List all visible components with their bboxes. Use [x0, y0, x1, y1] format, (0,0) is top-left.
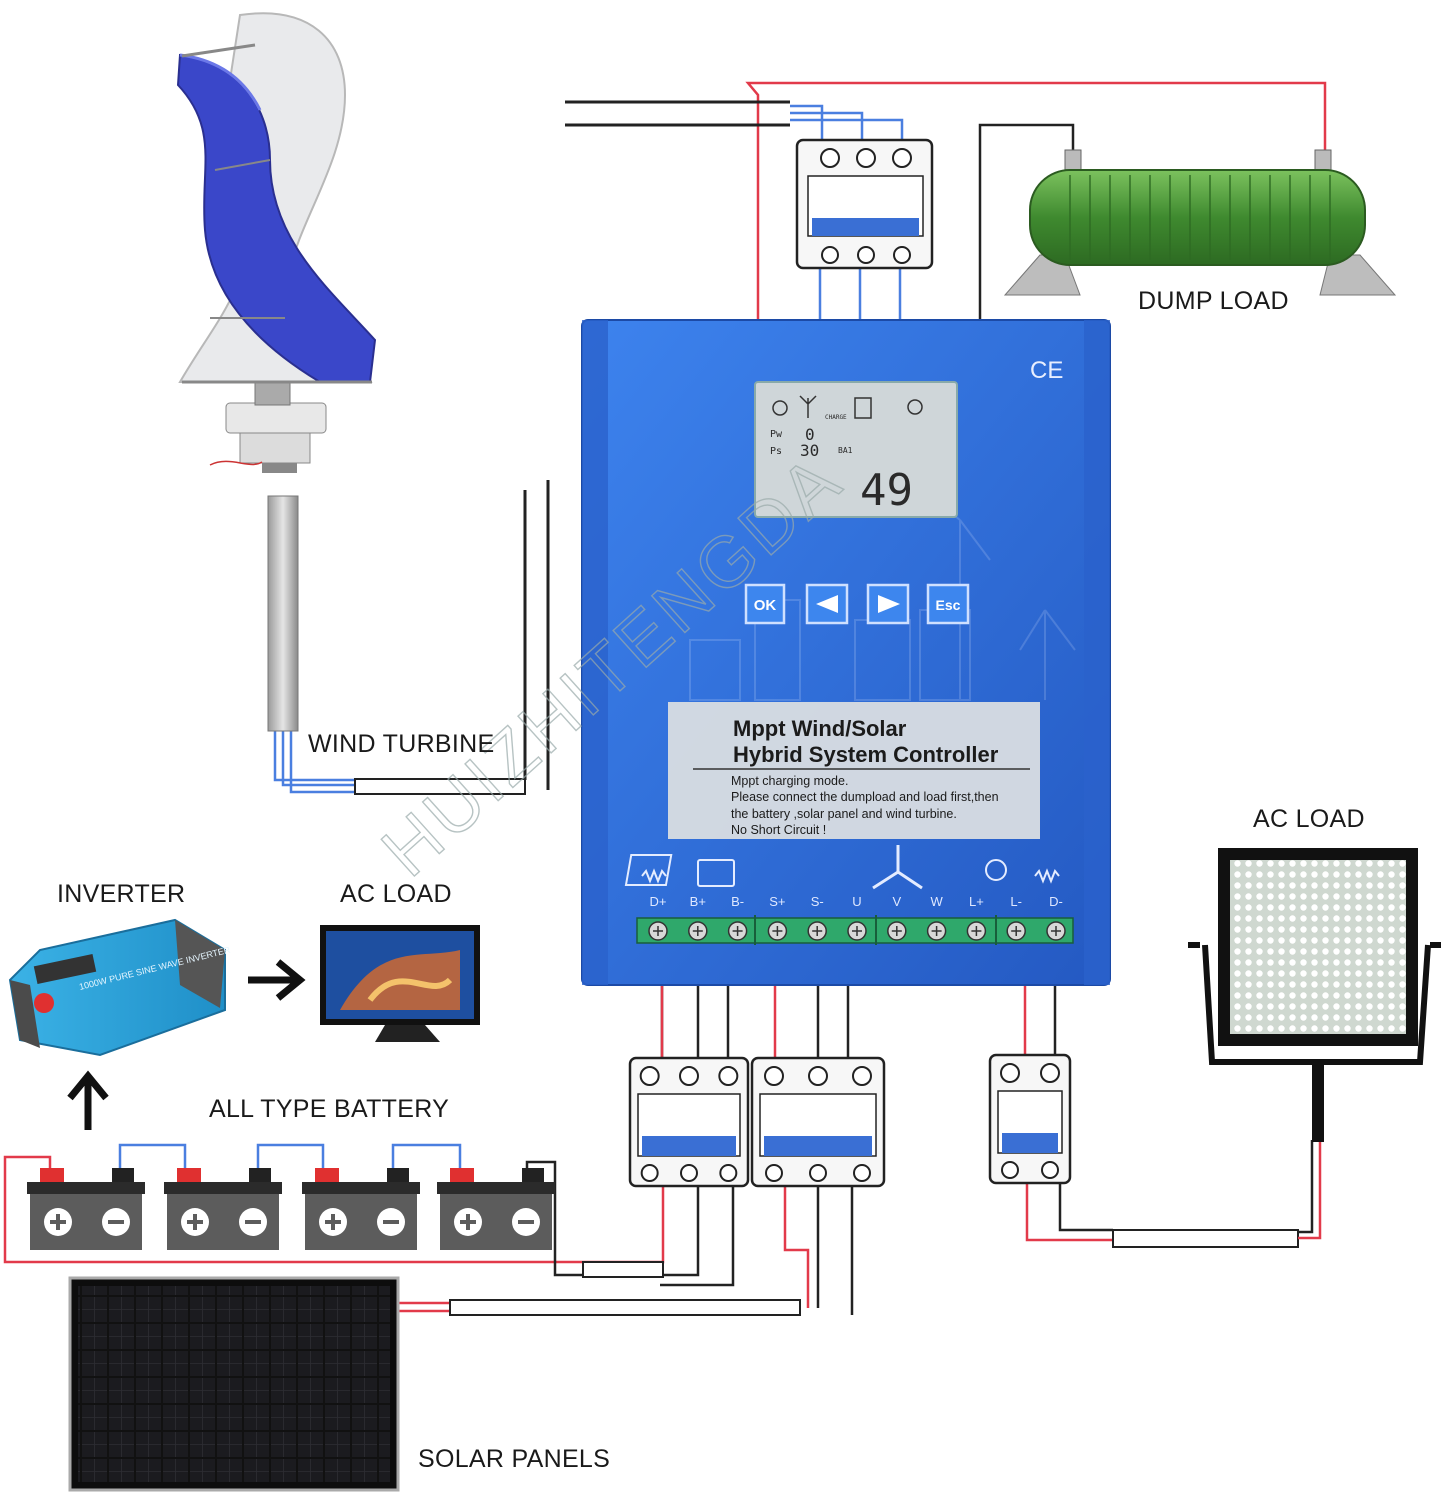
- battery-icon: [697, 859, 735, 887]
- terminal-label: D+: [649, 894, 667, 909]
- screw-slot: [692, 926, 703, 936]
- battery-unit-icon: [164, 1168, 282, 1250]
- dump-load-label: DUMP LOAD: [1138, 287, 1289, 315]
- battery-unit-icon: [437, 1168, 555, 1250]
- tv-monitor-icon: [320, 925, 480, 1042]
- solar-panels-label: SOLAR PANELS: [418, 1445, 611, 1473]
- solar-panel-icon: [624, 854, 673, 886]
- esc-button[interactable]: Esc: [926, 583, 970, 625]
- wind-turbine-label: WIND TURBINE: [308, 730, 495, 758]
- screw-slot: [1011, 926, 1022, 936]
- led-floodlight-icon: [1188, 848, 1441, 1142]
- inverter-icon: 1000W PURE SINE WAVE INVERTER: [8, 918, 232, 1057]
- chevron-left-icon: [816, 595, 838, 613]
- ac-load-left-label: AC LOAD: [340, 880, 452, 908]
- terminal-label: V: [892, 894, 902, 909]
- arrow-up-icon: [67, 1070, 109, 1130]
- batteries: [27, 1168, 555, 1250]
- terminal-label: S-: [810, 894, 824, 909]
- battery-unit-icon: [302, 1168, 420, 1250]
- resistor-icon: [1034, 868, 1060, 884]
- lcd-battery-icon: [854, 397, 872, 419]
- lcd-bat-label: BA1: [838, 446, 853, 455]
- terminal-label: B+: [689, 894, 706, 909]
- panel-text-4: No Short Circuit !: [731, 823, 827, 837]
- lcd-display: Pw 0 Ps 30 CHARGE BA1 49: [770, 395, 923, 516]
- screw-slot: [653, 926, 663, 936]
- terminal-label: U: [852, 894, 862, 909]
- ce-mark: CE: [1030, 357, 1063, 384]
- terminal-label: L+: [968, 894, 984, 909]
- panel-text-1: Mppt charging mode.: [731, 774, 849, 788]
- terminal-icons: [624, 845, 1060, 890]
- sun-icon: [772, 400, 788, 416]
- terminal-label: W: [930, 894, 943, 909]
- svg-text:OK: OK: [754, 597, 777, 614]
- left-button[interactable]: [805, 583, 849, 625]
- panel-text-2: Please connect the dumpload and load fir…: [731, 790, 999, 804]
- dump-load-icon: [1003, 149, 1397, 296]
- panel-title-line1: Mppt Wind/Solar: [733, 716, 907, 741]
- lcd-ps-label: Ps: [770, 446, 782, 457]
- lcd-turbine-icon: [799, 395, 817, 418]
- terminal-label: L-: [1010, 894, 1022, 909]
- solar-panel-array-icon: [68, 1276, 400, 1492]
- screw-slot: [772, 926, 783, 936]
- terminal-label: S+: [769, 894, 786, 909]
- lcd-big-value: 49: [860, 465, 913, 516]
- controller-buttons: OK Esc: [744, 583, 970, 625]
- inverter-label: INVERTER: [57, 880, 186, 908]
- bottom-breakers: [628, 1053, 1072, 1188]
- panel-title-line2: Hybrid System Controller: [733, 742, 999, 767]
- screw-slot: [852, 926, 862, 936]
- lcd-pw-value: 0: [805, 425, 815, 444]
- terminal-label: B-: [731, 894, 745, 909]
- resistor-icon: [641, 868, 667, 884]
- breaker-icon: [628, 1056, 750, 1188]
- wind-turbine-icon: [176, 12, 377, 732]
- right-button[interactable]: [866, 583, 910, 625]
- lcd-ps-value: 30: [800, 441, 819, 460]
- wind-turbine-small-icon: [872, 845, 923, 890]
- lcd-bulb-icon: [907, 399, 923, 415]
- ok-button[interactable]: OK: [744, 583, 786, 625]
- controller: [581, 319, 1111, 986]
- screw-slot: [1051, 926, 1061, 936]
- screw-slot: [732, 926, 743, 936]
- battery-label: ALL TYPE BATTERY: [209, 1095, 450, 1123]
- lcd-pw-label: Pw: [770, 429, 783, 440]
- battery-unit-icon: [27, 1168, 145, 1250]
- screw-slot: [891, 926, 902, 936]
- terminal-label: D-: [1049, 894, 1063, 909]
- chevron-right-icon: [878, 595, 900, 613]
- svg-text:Esc: Esc: [936, 597, 961, 613]
- bulb-icon: [985, 859, 1007, 881]
- lcd-charge-label: CHARGE: [825, 414, 847, 421]
- panel-text-3: the battery ,solar panel and wind turbin…: [731, 807, 957, 821]
- breaker-icon: [988, 1053, 1072, 1185]
- breaker-icon: [750, 1056, 886, 1188]
- screw-slot: [931, 926, 942, 936]
- screw-slot: [812, 926, 823, 936]
- terminal-screws: [648, 921, 1066, 941]
- screw-slot: [971, 926, 982, 936]
- ac-load-right-label: AC LOAD: [1253, 805, 1365, 833]
- arrow-right-icon: [248, 959, 306, 1001]
- breaker-wind-icon: [795, 138, 934, 270]
- wires: [3, 81, 1327, 1316]
